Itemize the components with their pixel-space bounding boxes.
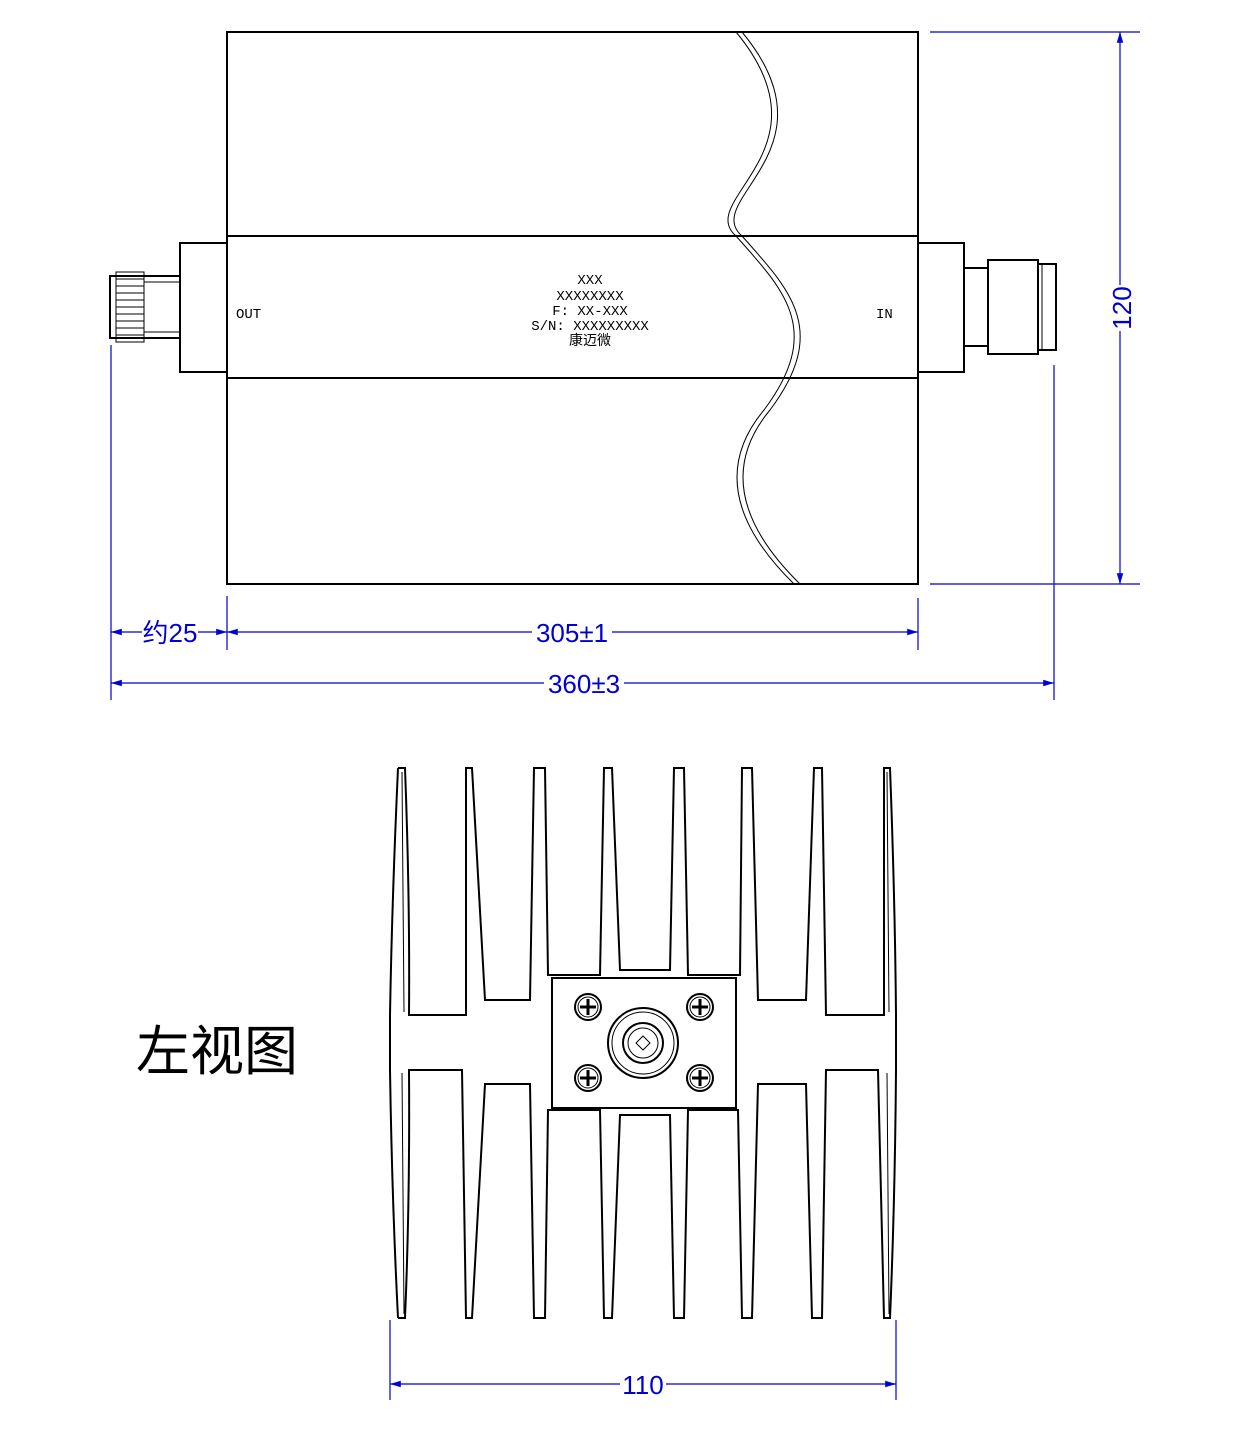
port-out-label: OUT xyxy=(236,307,261,323)
top-view-dimensions: 120 约25 305±1 360±3 xyxy=(110,31,1140,700)
nameplate: XXX XXXXXXXX F: XX-XXX S/N: XXXXXXXXX 康迈… xyxy=(531,273,649,349)
screw-bottom-right xyxy=(686,1064,714,1092)
break-line xyxy=(733,31,801,585)
heatsink-outline xyxy=(389,767,897,1319)
connector-mounting-plate xyxy=(551,977,737,1109)
nameplate-line-1: XXX xyxy=(577,273,603,289)
nameplate-line-2: XXXXXXXX xyxy=(556,289,624,305)
screw-top-right xyxy=(686,993,714,1021)
port-in-label: IN xyxy=(876,307,893,323)
in-flange xyxy=(917,242,965,373)
dim-body-length: 305±1 xyxy=(536,618,608,648)
dim-width-110: 110 xyxy=(622,1370,663,1400)
dim-connector-length: 约25 xyxy=(143,618,198,648)
nameplate-line-4: S/N: XXXXXXXXX xyxy=(531,319,649,335)
side-view-title: 左视图 xyxy=(136,1020,298,1083)
label-band xyxy=(228,236,917,378)
nameplate-line-5: 康迈微 xyxy=(569,332,611,349)
in-connector xyxy=(963,259,1057,355)
side-view: 110 左视图 xyxy=(136,767,897,1400)
nameplate-line-3: F: XX-XXX xyxy=(552,304,628,320)
dim-height-120: 120 xyxy=(1107,286,1137,329)
out-flange xyxy=(179,242,228,373)
dim-total-length: 360±3 xyxy=(548,669,620,699)
out-connector xyxy=(109,271,181,343)
screw-top-left xyxy=(574,993,602,1021)
screw-bottom-left xyxy=(574,1064,602,1092)
n-connector-face xyxy=(607,1007,679,1079)
top-view: OUT IN XXX XXXXXXXX F: XX-XXX S/N: XXXXX… xyxy=(109,31,1057,585)
